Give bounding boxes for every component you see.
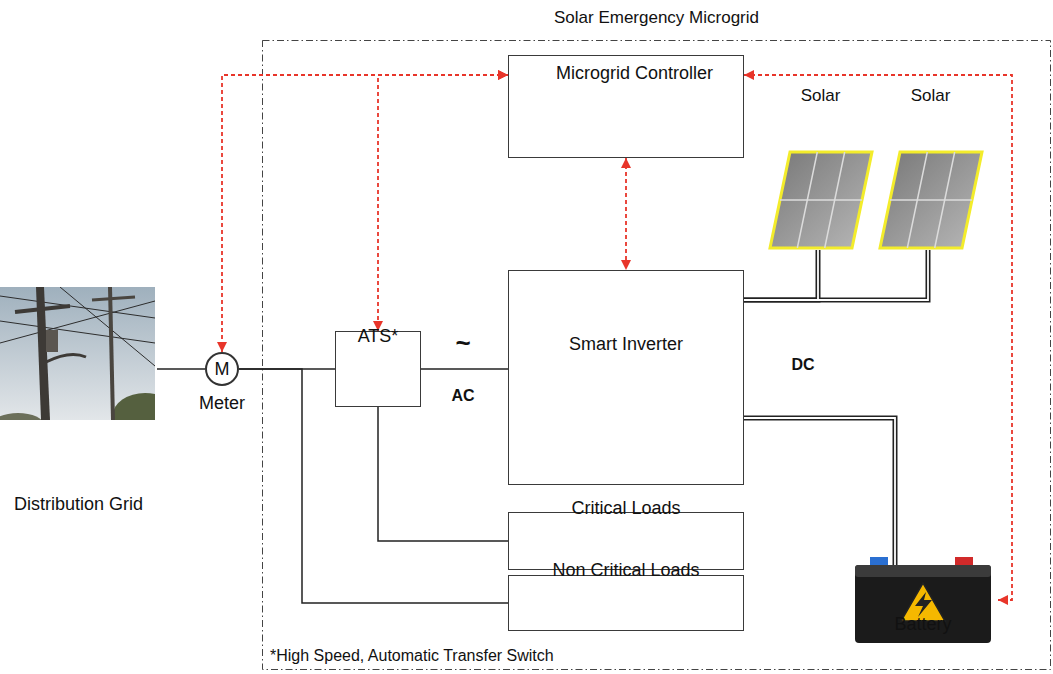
current-type-label: DC — [791, 355, 814, 374]
node-label: Non Critical Loads — [552, 559, 699, 582]
panel-grid — [890, 199, 972, 201]
solar-panel-icon — [880, 152, 982, 248]
solar-panel — [880, 152, 982, 248]
meter-circle: MMeter — [205, 352, 239, 386]
distribution-grid-node: Distribution Grid — [0, 287, 157, 515]
control-link — [222, 75, 508, 352]
node-label: Battery — [894, 613, 951, 636]
power-wire — [744, 250, 928, 300]
current-type-label: AC — [451, 386, 474, 405]
node-label: Critical Loads — [571, 497, 680, 520]
photo-wire — [0, 321, 155, 343]
wire-inner — [744, 250, 928, 300]
control-link — [744, 75, 1012, 600]
photo-crossarm — [15, 306, 70, 312]
footnote: *High Speed, Automatic Transfer Switch — [270, 646, 554, 665]
microgrid-boundary — [263, 41, 1051, 670]
photo-foliage — [113, 393, 155, 420]
lightning-bolt — [915, 592, 932, 617]
photo-crossarm — [92, 297, 135, 300]
node-label: Smart Inverter — [569, 333, 683, 356]
transfer-switch-box: ATS* — [335, 331, 421, 407]
power-wire — [421, 368, 508, 370]
power-wire — [378, 407, 508, 541]
solar-panel — [770, 152, 872, 248]
double-wire-inner-group — [744, 250, 928, 565]
power-wire — [157, 368, 205, 370]
battery-body — [855, 565, 991, 643]
utility-pole-photo — [0, 287, 155, 420]
solar-panel-icon — [770, 152, 872, 248]
battery-icon — [855, 557, 991, 643]
battery-node: Battery — [848, 565, 998, 670]
control-link — [378, 75, 508, 331]
solar-panel-node: Solar — [768, 118, 873, 250]
node-label: M — [215, 360, 230, 378]
control-link — [625, 158, 627, 270]
inverter-box: Smart Inverter — [508, 270, 744, 485]
node-caption: Meter — [199, 392, 245, 415]
photo-streetlight — [46, 354, 86, 362]
microgrid-region: Solar Emergency MicrogridMicrogrid Contr… — [262, 40, 1051, 670]
power-wire — [744, 418, 895, 565]
wire-inner — [744, 418, 895, 565]
photo-transformer — [46, 330, 58, 352]
node-label: Distribution Grid — [14, 493, 143, 516]
node-label: Solar — [801, 85, 841, 106]
photo-pole — [110, 287, 113, 420]
power-wire — [744, 250, 818, 300]
photo-foliage — [0, 413, 44, 420]
ac-symbol: ~ — [455, 328, 470, 359]
load-box: Non Critical Loads — [508, 575, 744, 631]
solar-panel-node: Solar — [878, 118, 983, 250]
battery-lid — [855, 565, 991, 577]
node-label: Solar — [911, 85, 951, 106]
node-label: ATS* — [358, 325, 399, 348]
panel-grid — [780, 199, 862, 201]
node-label: Solar Emergency Microgrid — [554, 7, 759, 28]
wire-inner — [744, 250, 818, 300]
controller-box: Microgrid Controller — [508, 55, 744, 158]
node-label: Microgrid Controller — [556, 62, 696, 85]
photo-wire — [0, 301, 155, 343]
